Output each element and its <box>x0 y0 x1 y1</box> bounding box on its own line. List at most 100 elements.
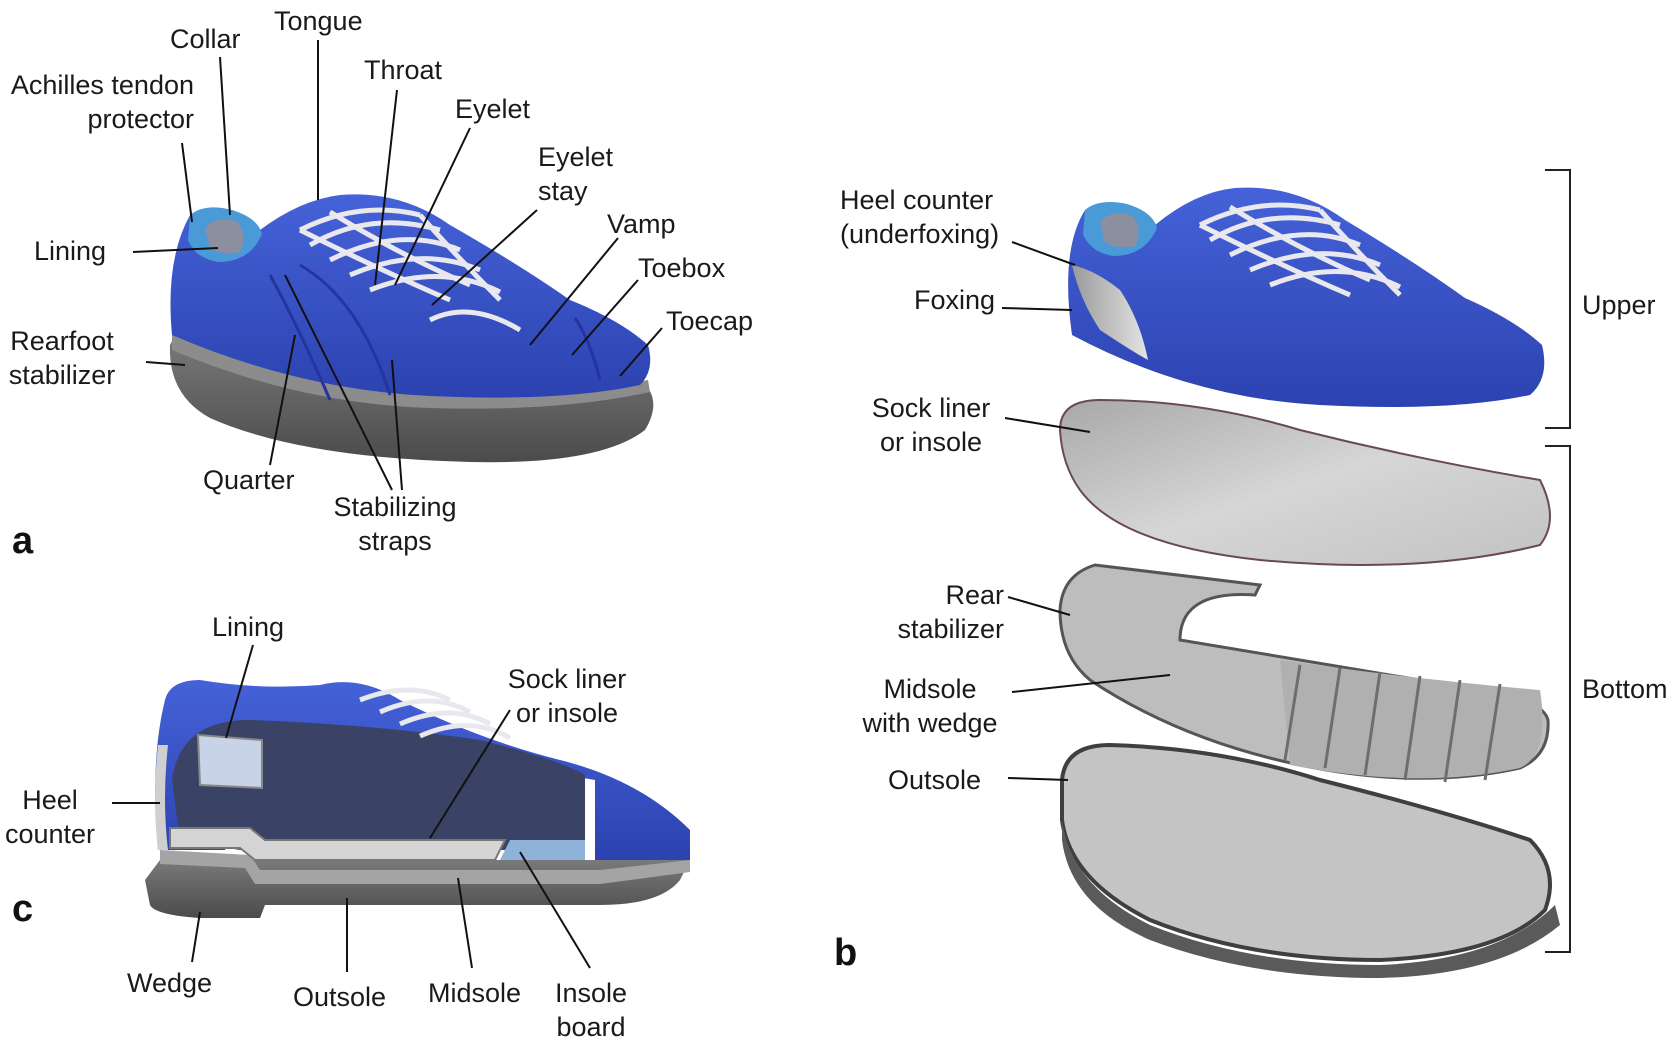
label-b-heel-counter-line1: Heel counter <box>840 185 994 215</box>
leader-a-achilles <box>181 142 193 223</box>
leader-c-midsole <box>457 877 473 969</box>
leader-a-eyelet-stay <box>431 209 538 306</box>
label-b-upper: Upper <box>1582 290 1656 320</box>
label-b-midsole-line1: Midsole <box>883 674 977 704</box>
leader-a-quarter <box>269 334 296 466</box>
leader-a-throat <box>374 89 398 286</box>
leader-a-vamp <box>529 237 619 346</box>
label-b-sock-liner-line1: Sock liner <box>871 393 991 423</box>
leader-c-insole-board <box>519 851 591 969</box>
label-a-throat: Throat <box>364 55 443 85</box>
panel-label-b: b <box>834 932 858 974</box>
label-b-midsole-line2: with wedge <box>862 708 998 738</box>
shoe-c-insole-board-window <box>500 840 585 860</box>
outsole-b-tread <box>1062 820 1560 978</box>
label-b-rear-stabilizer-line2: stabilizer <box>897 614 1004 644</box>
panel-label-a: a <box>12 520 34 562</box>
midsole-b-illustration <box>1058 563 1550 783</box>
leader-b-rear-stabilizer <box>1007 596 1071 616</box>
label-a-eyelet-stay: Eyelet stay <box>538 140 613 208</box>
leader-b-sock-liner <box>1004 417 1091 433</box>
leader-b-midsole <box>1011 674 1171 693</box>
outsole-b-body <box>1060 742 1552 963</box>
label-a-lining: Lining <box>34 236 107 266</box>
leader-a-rearfoot <box>145 361 186 366</box>
shoe-a-lining <box>205 219 244 254</box>
label-b-rear-stabilizer-line1: Rear <box>945 580 1004 610</box>
label-a-achilles: Achilles tendon protector <box>6 68 194 136</box>
midsole-b-tread-zone <box>1280 660 1543 779</box>
label-a-quarter: Quarter <box>203 465 295 495</box>
leader-a-collar <box>219 56 231 216</box>
panel-label-c: c <box>12 888 34 930</box>
label-a-toecap: Toecap <box>666 306 754 336</box>
label-a-rearfoot-line1: Rearfoot <box>10 326 114 356</box>
label-b-heel-counter-line2: (underfoxing) <box>840 219 1000 249</box>
label-b-rear-stabilizer: Rear stabilizer <box>872 578 1004 646</box>
shoe-a-strap-1 <box>268 274 332 401</box>
upper-bracket <box>1545 169 1571 429</box>
label-b-sock-liner: Sock liner or insole <box>860 391 1002 459</box>
label-c-outsole: Outsole <box>293 982 387 1012</box>
shoe-c-heel-counter <box>155 745 168 850</box>
shoe-b-lining <box>1100 213 1139 248</box>
leader-b-outsole <box>1007 777 1069 781</box>
label-a-rearfoot-line2: stabilizer <box>8 360 116 390</box>
label-c-wedge: Wedge <box>127 968 213 998</box>
shoe-b-foxing <box>1072 265 1148 360</box>
shoe-c-sole <box>145 860 690 918</box>
label-b-foxing: Foxing <box>914 285 996 315</box>
leader-a-toecap <box>619 327 663 377</box>
shoe-b-laces <box>1198 202 1402 298</box>
leader-lines <box>112 40 1171 972</box>
label-a-straps-line1: Stabilizing <box>333 492 457 522</box>
label-b-heel-counter: Heel counter (underfoxing) <box>840 183 999 251</box>
outsole-b-illustration <box>1060 742 1560 978</box>
leader-a-strap-1 <box>284 274 393 491</box>
bottom-bracket <box>1545 445 1571 953</box>
leader-a-toebox <box>571 279 639 356</box>
shoe-c-sock-liner <box>169 827 507 861</box>
label-c-heel-counter: Heel counter <box>0 783 100 851</box>
shoe-c-lining-patch <box>196 733 263 790</box>
label-a-vamp: Vamp <box>607 209 676 239</box>
label-c-sock-liner-line1: Sock liner <box>507 664 627 694</box>
leader-b-foxing <box>1001 307 1073 311</box>
shoe-a-strap-2 <box>299 263 392 396</box>
shoe-a-laces <box>298 207 522 333</box>
shoe-c-midsole <box>160 850 690 884</box>
label-c-insole-board: Insole board <box>546 976 636 1044</box>
leader-a-lining <box>132 247 219 253</box>
label-c-lining: Lining <box>212 612 285 642</box>
leader-c-wedge <box>191 911 201 963</box>
label-c-heel-counter-line2: counter <box>4 819 96 849</box>
label-a-collar: Collar <box>170 24 241 54</box>
leader-c-sock-liner <box>429 709 511 839</box>
label-c-sock-liner: Sock liner or insole <box>492 662 642 730</box>
label-a-achilles-line2: protector <box>87 104 194 134</box>
label-a-tongue: Tongue <box>274 6 363 36</box>
shoe-a-toecap-seam <box>573 317 602 381</box>
label-a-eyelet-stay-line2: stay <box>538 176 588 206</box>
shoe-a-illustration <box>169 194 654 463</box>
shoe-c-interior <box>172 720 585 850</box>
label-a-eyelet: Eyelet <box>455 94 531 124</box>
shoe-c-illustration <box>145 680 690 918</box>
midsole-b-grooves <box>1283 664 1502 783</box>
leader-c-lining <box>225 644 254 739</box>
label-c-sock-liner-line2: or insole <box>515 698 619 728</box>
label-b-outsole: Outsole <box>888 765 982 795</box>
label-c-midsole: Midsole <box>428 978 522 1008</box>
leader-a-strap-2 <box>391 359 403 491</box>
label-a-straps-line2: straps <box>358 526 432 556</box>
sock-liner-b-illustration <box>1058 398 1551 566</box>
shoe-c-laces <box>359 687 512 741</box>
label-c-heel-counter-line1: Heel <box>22 785 78 815</box>
leader-b-heel-counter <box>1011 241 1076 266</box>
label-b-midsole: Midsole with wedge <box>850 672 1010 740</box>
label-a-toebox: Toebox <box>638 253 726 283</box>
leader-a-eyelet <box>394 127 471 286</box>
label-c-insole-board-line1: Insole <box>554 978 628 1008</box>
